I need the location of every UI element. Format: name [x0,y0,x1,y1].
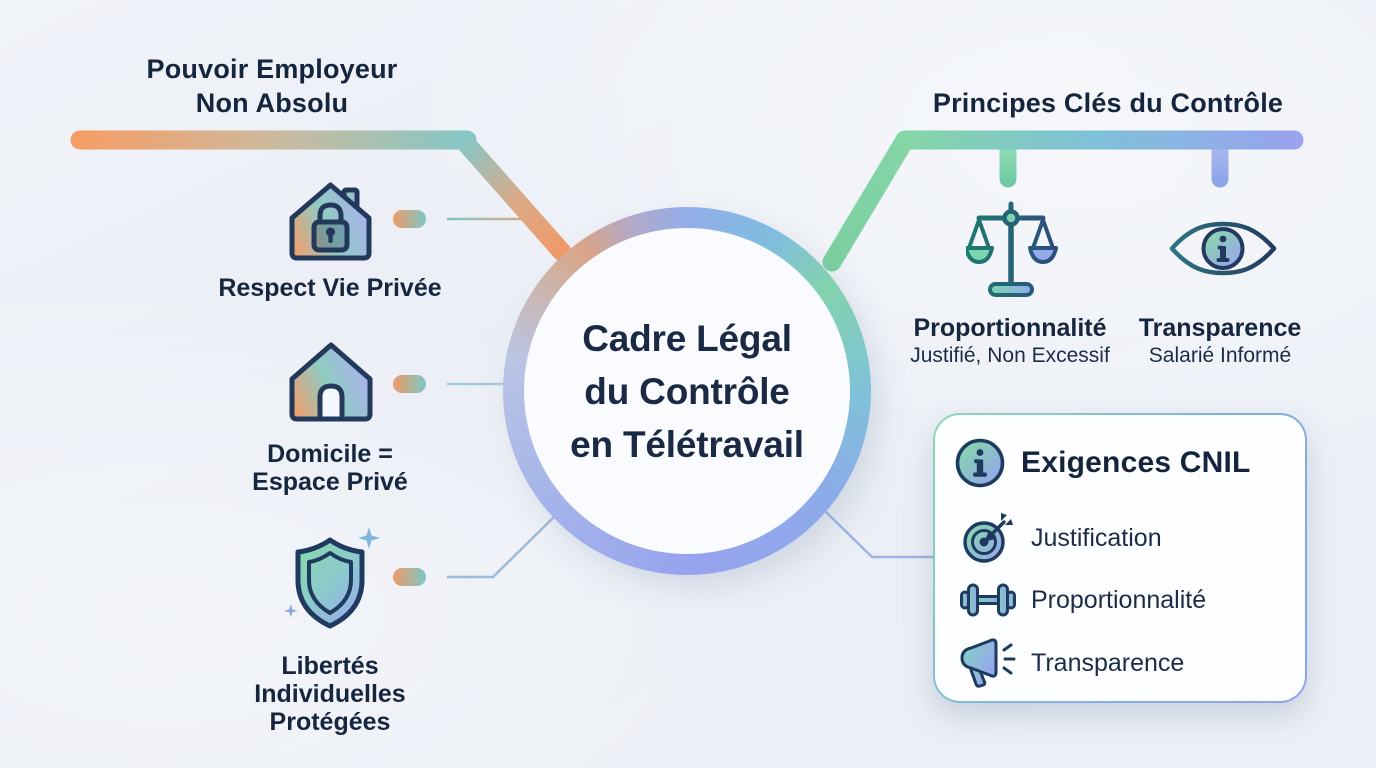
eye-info-icon [1169,221,1277,276]
left-heading-line1: Pouvoir Employeur [146,54,398,84]
thin-line-card [823,509,935,559]
target-icon [957,511,1019,565]
central-title-line1: Cadre Légal [582,317,792,359]
central-circle: Cadre Légal du Contrôle en Télétravail [503,207,871,575]
pill-connector-libertes [393,568,426,586]
left-heading-line2: Non Absolu [195,88,349,118]
sublabel-proportionnalite: Justifié, Non Excessif [910,344,1110,367]
label-domicile-line2: Espace Privé [252,468,408,496]
left-branch-heading: Pouvoir Employeur Non Absolu [72,52,472,120]
dumbbell-icon [957,580,1019,620]
scales-icon [966,201,1058,297]
pill-connector-respect [393,210,426,228]
cnil-item-label: Proportionnalité [1031,585,1207,614]
central-title-line2: du Contrôle [584,370,790,412]
central-title: Cadre Légal du Contrôle en Télétravail [570,312,804,471]
shield-sparkle-icon [284,527,380,629]
cnil-card-body: Exigences CNIL [935,415,1305,701]
right-branch-heading: Principes Clés du Contrôle [932,88,1284,118]
central-circle-inner: Cadre Légal du Contrôle en Télétravail [524,228,850,554]
cnil-row-proportionnalite: Proportionnalité [957,573,1206,627]
label-respect-vie-privee: Respect Vie Privée [218,274,442,302]
label-domicile-line1: Domicile = [267,440,393,468]
sparkle-icon [284,604,298,618]
sublabel-transparence: Salarié Informé [1148,344,1292,367]
info-circle-icon [955,438,1005,488]
megaphone-icon [957,637,1019,689]
pill-connector-domicile [393,375,426,393]
cnil-card: Exigences CNIL [933,413,1307,703]
label-libertes-line1: Libertés Individuelles [254,652,406,708]
cnil-item-label: Transparence [1031,648,1185,677]
house-lock-icon [289,182,372,261]
cnil-card-title: Exigences CNIL [1021,446,1251,479]
cnil-row-justification: Justification [957,511,1162,565]
label-libertes-line2: Protégées [269,708,391,736]
label-domicile: Domicile = Espace Privé [210,440,450,496]
sparkle-icon [358,527,380,549]
cnil-row-transparence: Transparence [957,636,1184,690]
left-branch-diagonal [453,130,572,262]
house-icon [289,342,373,422]
right-branch-diagonal [822,130,915,272]
cnil-item-label: Justification [1031,523,1162,552]
cnil-card-header: Exigences CNIL [954,437,1251,489]
thin-line-libertes [447,512,559,579]
label-transparence: Transparence [1138,314,1302,342]
central-title-line3: en Télétravail [570,423,804,465]
label-libertes: Libertés Individuelles Protégées [210,652,450,736]
label-proportionnalite: Proportionnalité [913,314,1107,342]
